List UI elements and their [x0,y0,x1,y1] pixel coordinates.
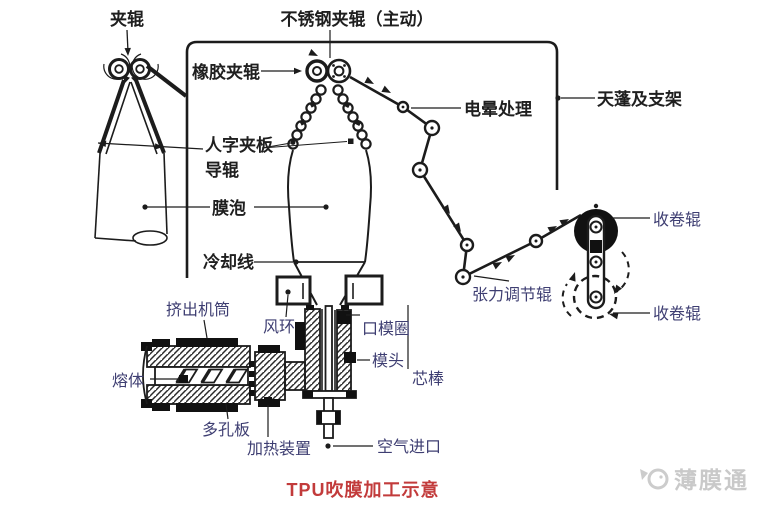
watermark-logo: 薄膜通 [640,467,749,493]
diagram-title: TPU吹膜加工示意 [287,479,440,500]
watermark-text: 薄膜通 [674,467,749,493]
label-air-inlet: 空气进口 [377,438,441,456]
die-head-assembly [295,305,409,449]
label-winding-roller-bottom: 收卷辊 [653,305,701,323]
labels-layer: 夹辊 不锈钢夹辊（主动） 橡胶夹辊 人字夹板 导辊 膜泡 冷却线 电晕处理 天蓬… [110,9,701,500]
label-cooling-line: 冷却线 [203,252,254,272]
label-die-ring: 口模圈 [362,320,410,338]
label-corona-treatment: 电晕处理 [464,99,532,119]
extruder-assembly [141,319,306,437]
empty-roll-position [572,274,618,320]
film-web-path [349,75,582,286]
label-herringbone-plate: 人字夹板 [205,135,274,155]
label-die-head: 模头 [372,352,404,370]
label-heating-device: 加热装置 [247,440,311,458]
label-nip-roller: 夹辊 [110,9,144,29]
label-canopy-support: 天蓬及支架 [597,89,682,109]
label-core-rod: 芯棒 [412,370,444,388]
label-porous-plate: 多孔板 [202,421,250,439]
core-rod-part [324,305,333,392]
air-inlet-pipe [316,397,373,449]
winding-station [561,203,650,320]
label-stainless-nip-roller: 不锈钢夹辊（主动） [281,9,434,29]
direction-arrows [364,76,569,270]
label-rubber-nip-roller: 橡胶夹辊 [192,62,260,82]
die-ring-part [337,311,351,324]
idler-rollers [396,100,544,286]
herringbone-roller-chain-left [287,84,327,150]
label-melt: 熔体 [112,372,144,390]
porous-plate-part [249,361,255,396]
label-winding-roller-top: 收卷辊 [653,211,701,229]
label-film-bubble: 膜泡 [212,198,246,218]
label-extruder-barrel: 挤出机筒 [166,301,230,319]
canopy-frame [185,40,595,278]
label-air-ring: 风环 [263,319,295,336]
air-ring [275,274,384,318]
label-tension-roller: 张力调节辊 [472,286,552,304]
label-guide-roller: 导辊 [205,160,239,180]
watermark-icon [647,468,669,490]
herringbone-roller-chain-right [332,84,372,150]
left-takeoff-unit [94,29,204,246]
die-head-part [344,352,356,363]
